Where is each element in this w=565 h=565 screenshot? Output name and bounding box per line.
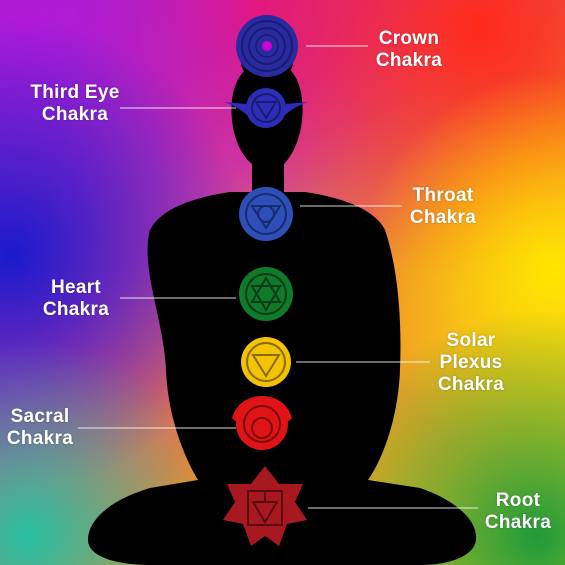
leader-lines xyxy=(78,45,478,509)
sacral-chakra-symbol xyxy=(232,396,292,450)
sacral-label-line2: Chakra xyxy=(6,428,74,449)
solar-plexus-label-line1: Solar xyxy=(446,330,496,351)
throat-label-line1: Throat xyxy=(412,185,474,206)
sacral-chakra-label: Sacral Chakra xyxy=(0,406,80,450)
heart-label-line1: Heart xyxy=(50,277,102,298)
crown-chakra-label: Crown Chakra xyxy=(368,28,450,72)
throat-chakra-symbol xyxy=(239,187,293,241)
heart-label-line2: Chakra xyxy=(42,299,110,320)
crown-label-line2: Chakra xyxy=(375,50,443,71)
throat-label-line2: Chakra xyxy=(409,207,477,228)
throat-chakra-label: Throat Chakra xyxy=(402,185,484,229)
crown-label-line1: Crown xyxy=(378,28,440,49)
solar-plexus-chakra-label: Solar Plexus Chakra xyxy=(430,330,512,396)
crown-chakra-symbol xyxy=(236,15,298,77)
third-eye-chakra-symbol xyxy=(224,88,308,128)
root-label-line1: Root xyxy=(495,490,541,511)
root-label-line2: Chakra xyxy=(484,512,552,533)
solar-plexus-chakra-symbol xyxy=(241,337,291,387)
root-chakra-label: Root Chakra xyxy=(478,490,558,534)
heart-chakra-symbol xyxy=(239,267,293,321)
solar-plexus-label-line2: Plexus xyxy=(439,352,503,373)
sacral-label-line1: Sacral xyxy=(10,406,70,427)
heart-chakra-label: Heart Chakra xyxy=(36,277,116,321)
solar-plexus-label-line3: Chakra xyxy=(437,374,505,395)
third-eye-label-line2: Chakra xyxy=(41,104,109,125)
third-eye-label-line1: Third Eye xyxy=(30,82,120,103)
root-chakra-symbol xyxy=(223,466,307,546)
third-eye-chakra-label: Third Eye Chakra xyxy=(20,82,130,126)
